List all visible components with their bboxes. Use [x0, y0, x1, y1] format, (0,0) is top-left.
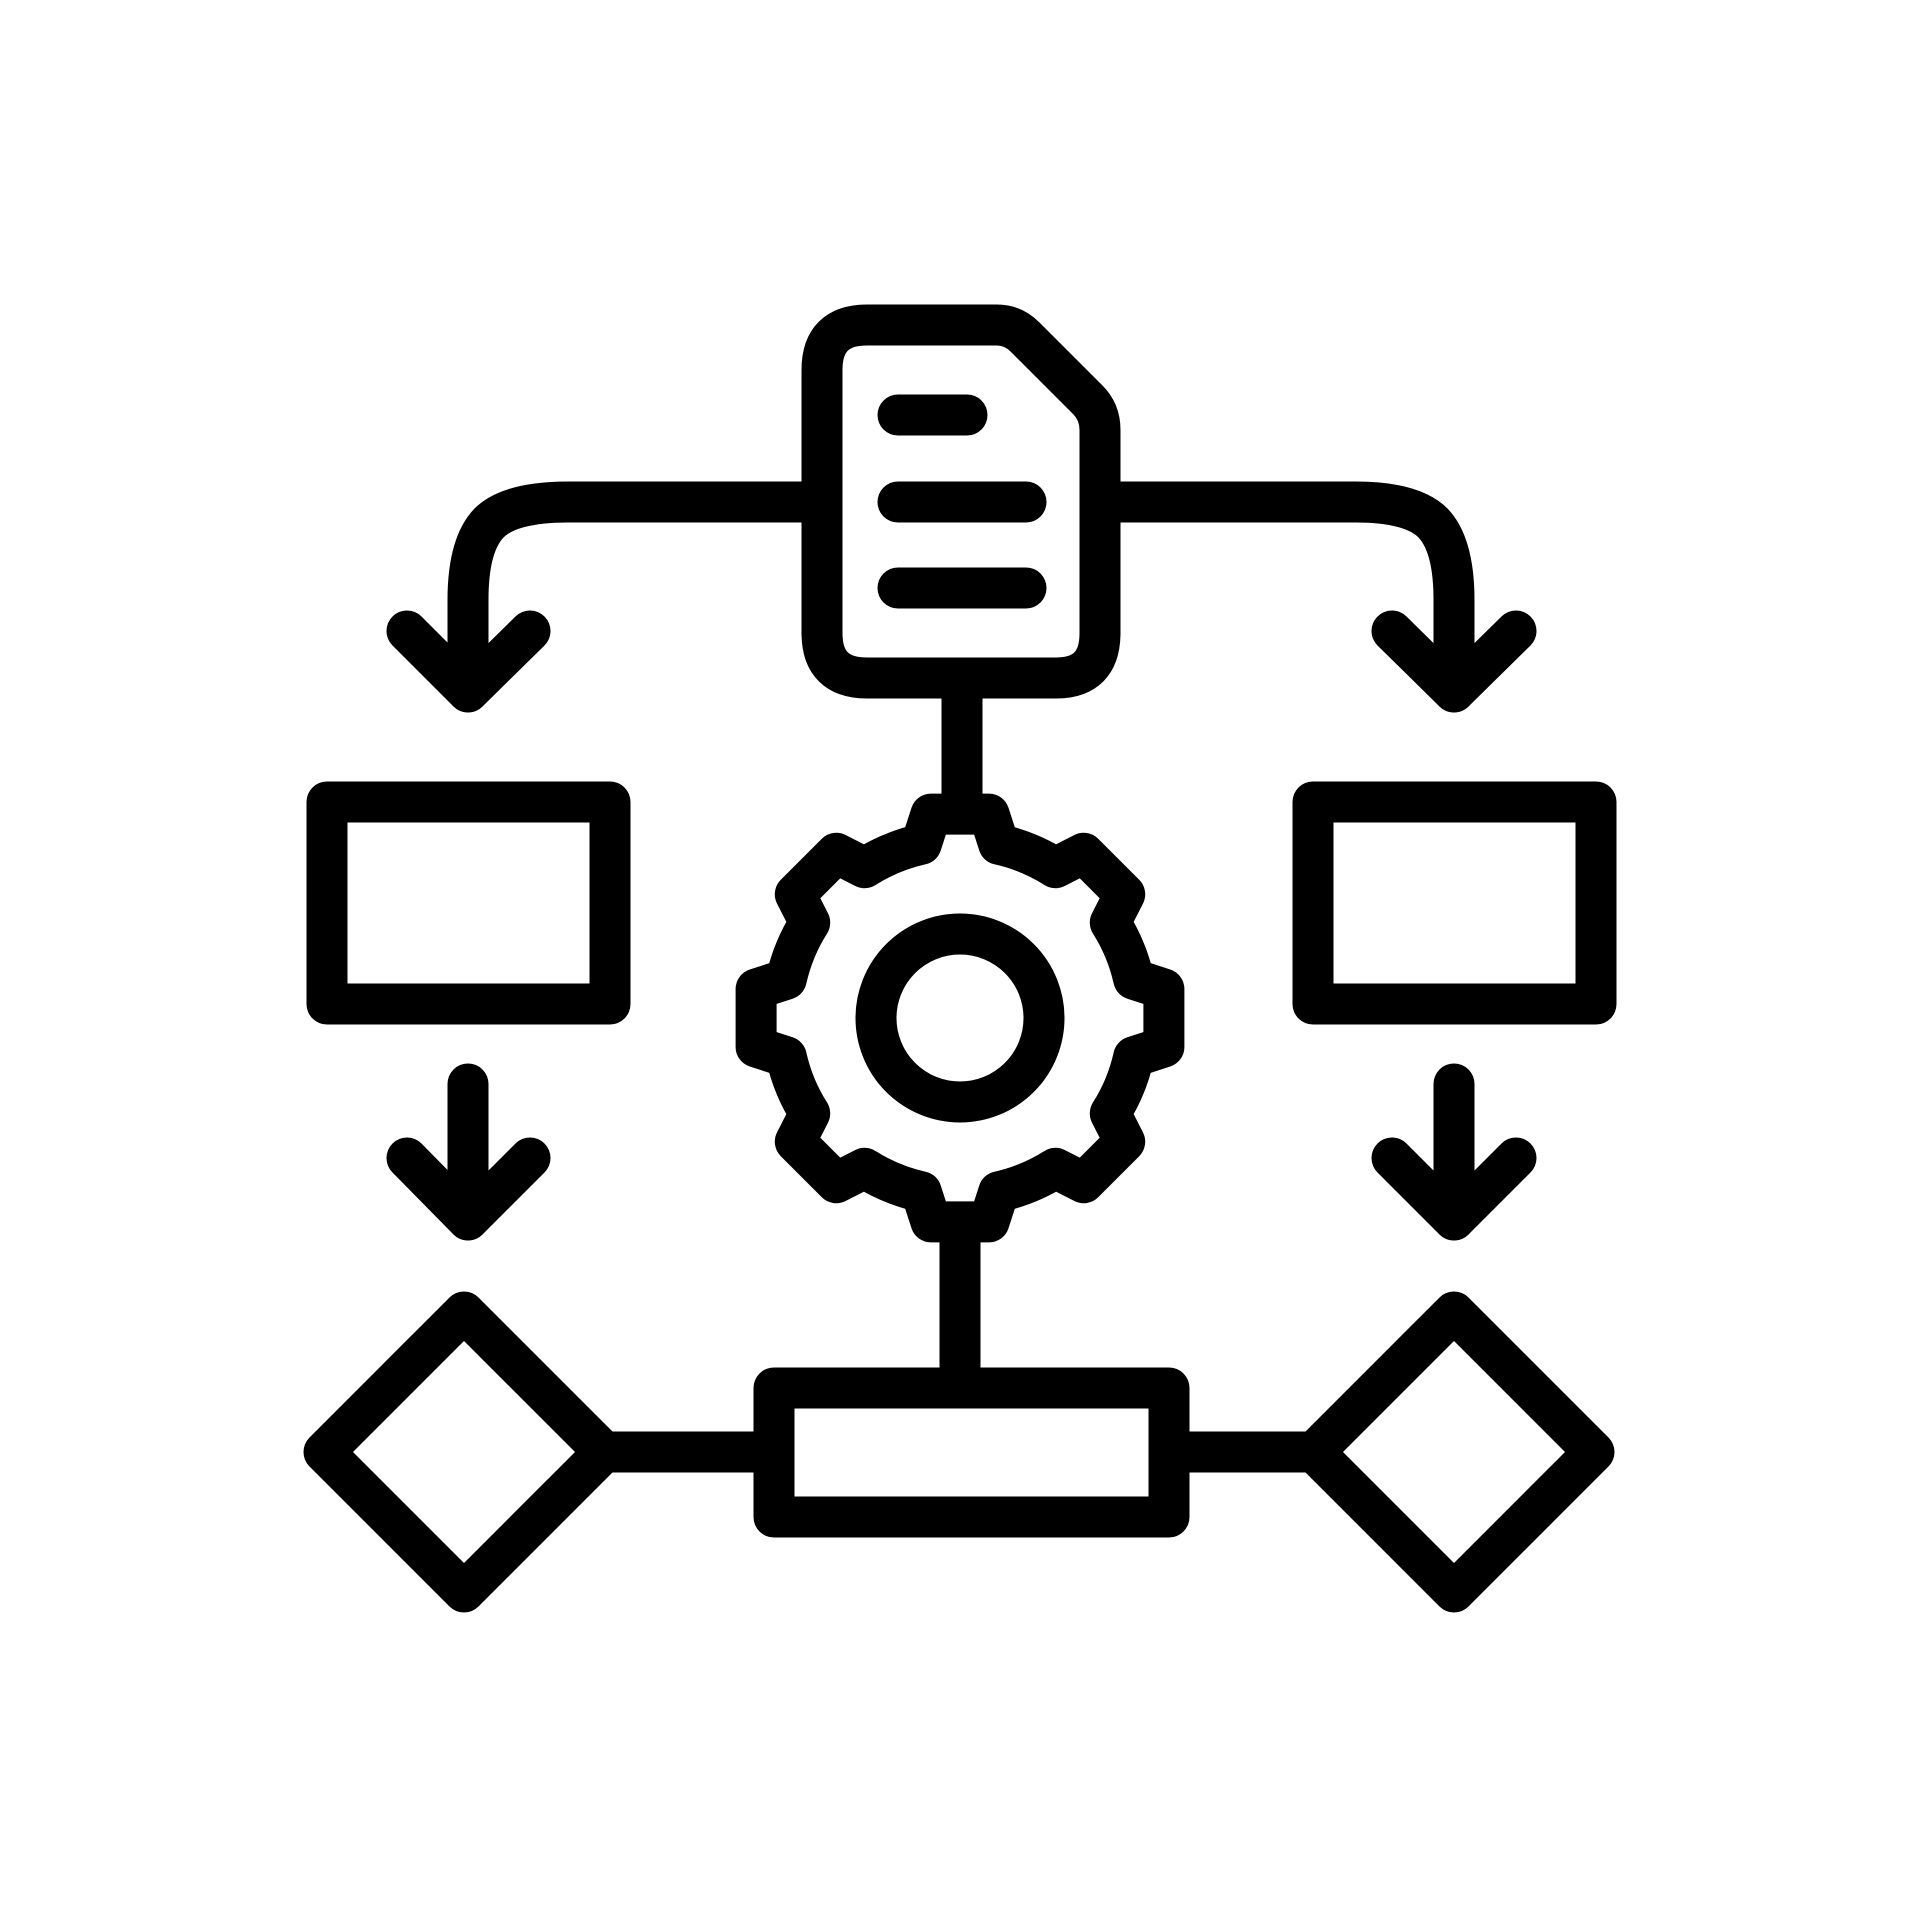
document-icon — [801, 304, 1121, 699]
process-bar — [753, 1367, 1190, 1538]
branch-left-connector — [447, 481, 843, 713]
arrow-down-icon — [386, 1063, 551, 1241]
branch-right-connector — [1079, 481, 1475, 713]
gear-icon — [735, 793, 1185, 1243]
diamond-node-left — [303, 1291, 625, 1613]
diamond-node-right — [1293, 1291, 1615, 1613]
arrow-down-icon — [386, 610, 551, 713]
rectangle-node-right — [1292, 781, 1617, 1025]
arrow-down-icon — [1371, 1063, 1537, 1241]
rectangle-node-left — [306, 781, 631, 1025]
arrow-down-icon — [1371, 610, 1537, 713]
